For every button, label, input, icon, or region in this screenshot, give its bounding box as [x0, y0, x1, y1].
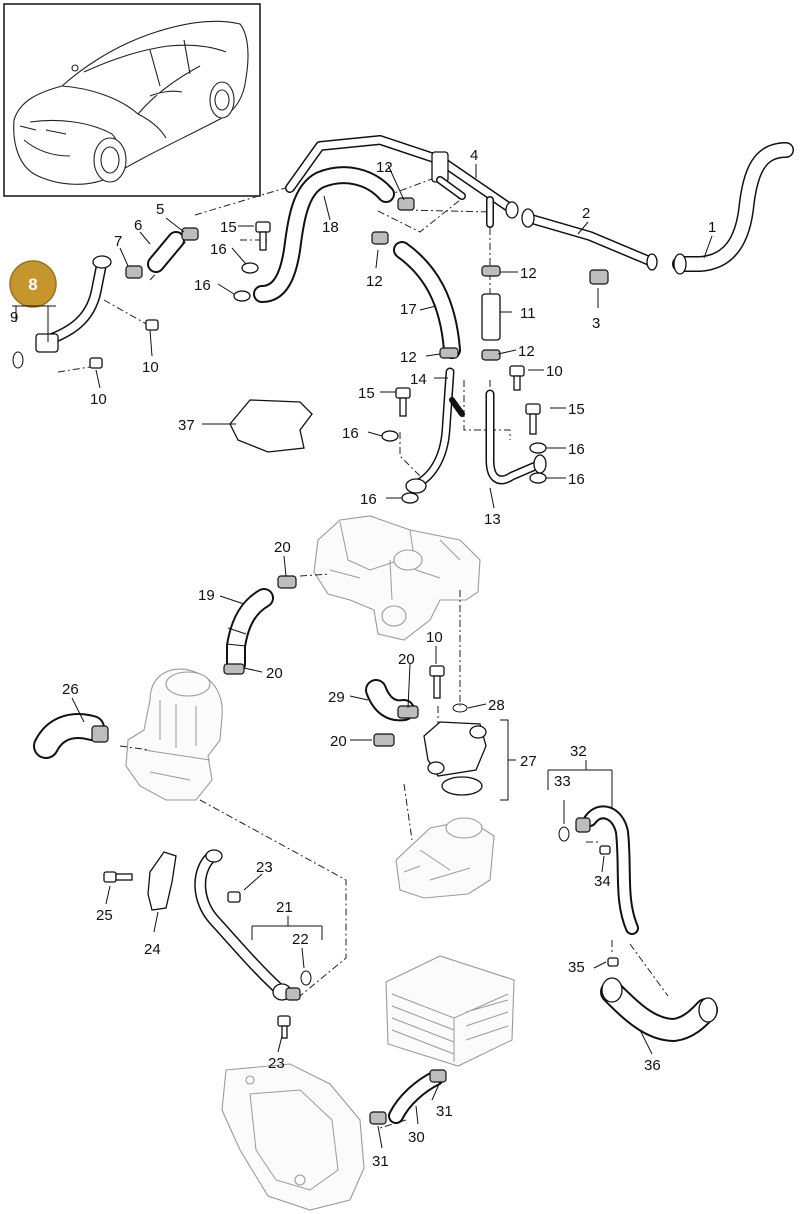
- clamps: [91, 197, 609, 1125]
- car-illustration: [13, 20, 249, 185]
- shield-37: [229, 399, 313, 453]
- callout-20b: 20: [266, 665, 283, 682]
- callout-15a: 15: [220, 219, 237, 236]
- hose-36: [600, 977, 718, 1042]
- hoses: [33, 135, 794, 1124]
- callout-12b: 12: [366, 273, 383, 290]
- callout-13: 13: [484, 511, 501, 528]
- hose-18: [253, 166, 395, 303]
- callout-5: 5: [156, 201, 164, 218]
- callout-15b: 15: [358, 385, 375, 402]
- callout-20d: 20: [330, 733, 347, 750]
- callout-26: 26: [62, 681, 79, 698]
- hose-26: [33, 713, 105, 759]
- bracket-24: [147, 851, 177, 911]
- callout-31b: 31: [372, 1153, 389, 1170]
- pipe-32: [583, 805, 639, 935]
- callout-25: 25: [96, 907, 113, 924]
- callout-1: 1: [708, 219, 716, 236]
- bolts: [89, 221, 619, 1039]
- sleeve-6: [147, 231, 185, 273]
- callout-24: 24: [144, 941, 161, 958]
- o-rings: [12, 351, 570, 986]
- callout-9: 9: [10, 309, 18, 326]
- assembly-lines: [57, 175, 669, 1129]
- callout-36: 36: [644, 1057, 661, 1074]
- callout-23b: 23: [268, 1055, 285, 1072]
- callout-27: 27: [520, 753, 537, 770]
- callout-16e: 16: [568, 471, 585, 488]
- callouts: 1 2 3 4 5 6 7 9 10 10 10 10 11 12 12 12 …: [10, 147, 716, 1170]
- callout-16f: 16: [360, 491, 377, 508]
- pipe-7: [35, 255, 112, 353]
- callout-16c: 16: [342, 425, 359, 442]
- callout-10b: 10: [90, 391, 107, 408]
- callout-16b: 16: [194, 277, 211, 294]
- pipe-2: [521, 208, 658, 271]
- callout-31a: 31: [436, 1103, 453, 1120]
- callout-28: 28: [488, 697, 505, 714]
- callout-37: 37: [178, 417, 195, 434]
- callout-18: 18: [322, 219, 339, 236]
- pipe-14: [405, 367, 465, 494]
- hose-17: [393, 241, 461, 359]
- callout-10c: 10: [546, 363, 563, 380]
- group-badge: 8: [9, 260, 57, 308]
- pipe-13: [485, 389, 547, 485]
- pipe-4: [285, 135, 519, 228]
- callout-30: 30: [408, 1129, 425, 1146]
- callout-16a: 16: [210, 241, 227, 258]
- small-parts: [12, 197, 619, 1125]
- flange-27: [423, 721, 487, 796]
- callout-20c: 20: [398, 651, 415, 668]
- callout-4: 4: [470, 147, 478, 164]
- callout-12a: 12: [376, 159, 393, 176]
- callout-12d: 12: [400, 349, 417, 366]
- callout-3: 3: [592, 315, 600, 332]
- hose-19: [225, 588, 274, 674]
- callout-11: 11: [520, 305, 536, 322]
- callout-19: 19: [198, 587, 215, 604]
- callout-21: 21: [276, 899, 293, 916]
- callout-20a: 20: [274, 539, 291, 556]
- callout-32: 32: [570, 743, 587, 760]
- callout-17: 17: [400, 301, 417, 318]
- engine-ghost-parts: [125, 515, 515, 1211]
- car-inset: [3, 3, 261, 197]
- callout-10d: 10: [426, 629, 443, 646]
- callout-10a: 10: [142, 359, 159, 376]
- group-badge-label: 8: [28, 275, 37, 294]
- leader-lines: [12, 164, 713, 1149]
- callout-33: 33: [554, 773, 571, 790]
- washers: [233, 262, 547, 504]
- sleeve-11: [481, 293, 501, 341]
- callout-15c: 15: [568, 401, 585, 418]
- callout-23a: 23: [256, 859, 273, 876]
- callout-12c: 12: [520, 265, 537, 282]
- callout-22: 22: [292, 931, 309, 948]
- pipe-21: [194, 849, 292, 1001]
- callout-2: 2: [582, 205, 590, 222]
- callout-29: 29: [328, 689, 345, 706]
- callout-35: 35: [568, 959, 585, 976]
- callout-6: 6: [134, 217, 142, 234]
- callout-16d: 16: [568, 441, 585, 458]
- callout-34: 34: [594, 873, 611, 890]
- callout-14: 14: [410, 371, 427, 388]
- callout-7: 7: [114, 233, 122, 250]
- hose-1: [672, 142, 794, 275]
- callout-12e: 12: [518, 343, 535, 360]
